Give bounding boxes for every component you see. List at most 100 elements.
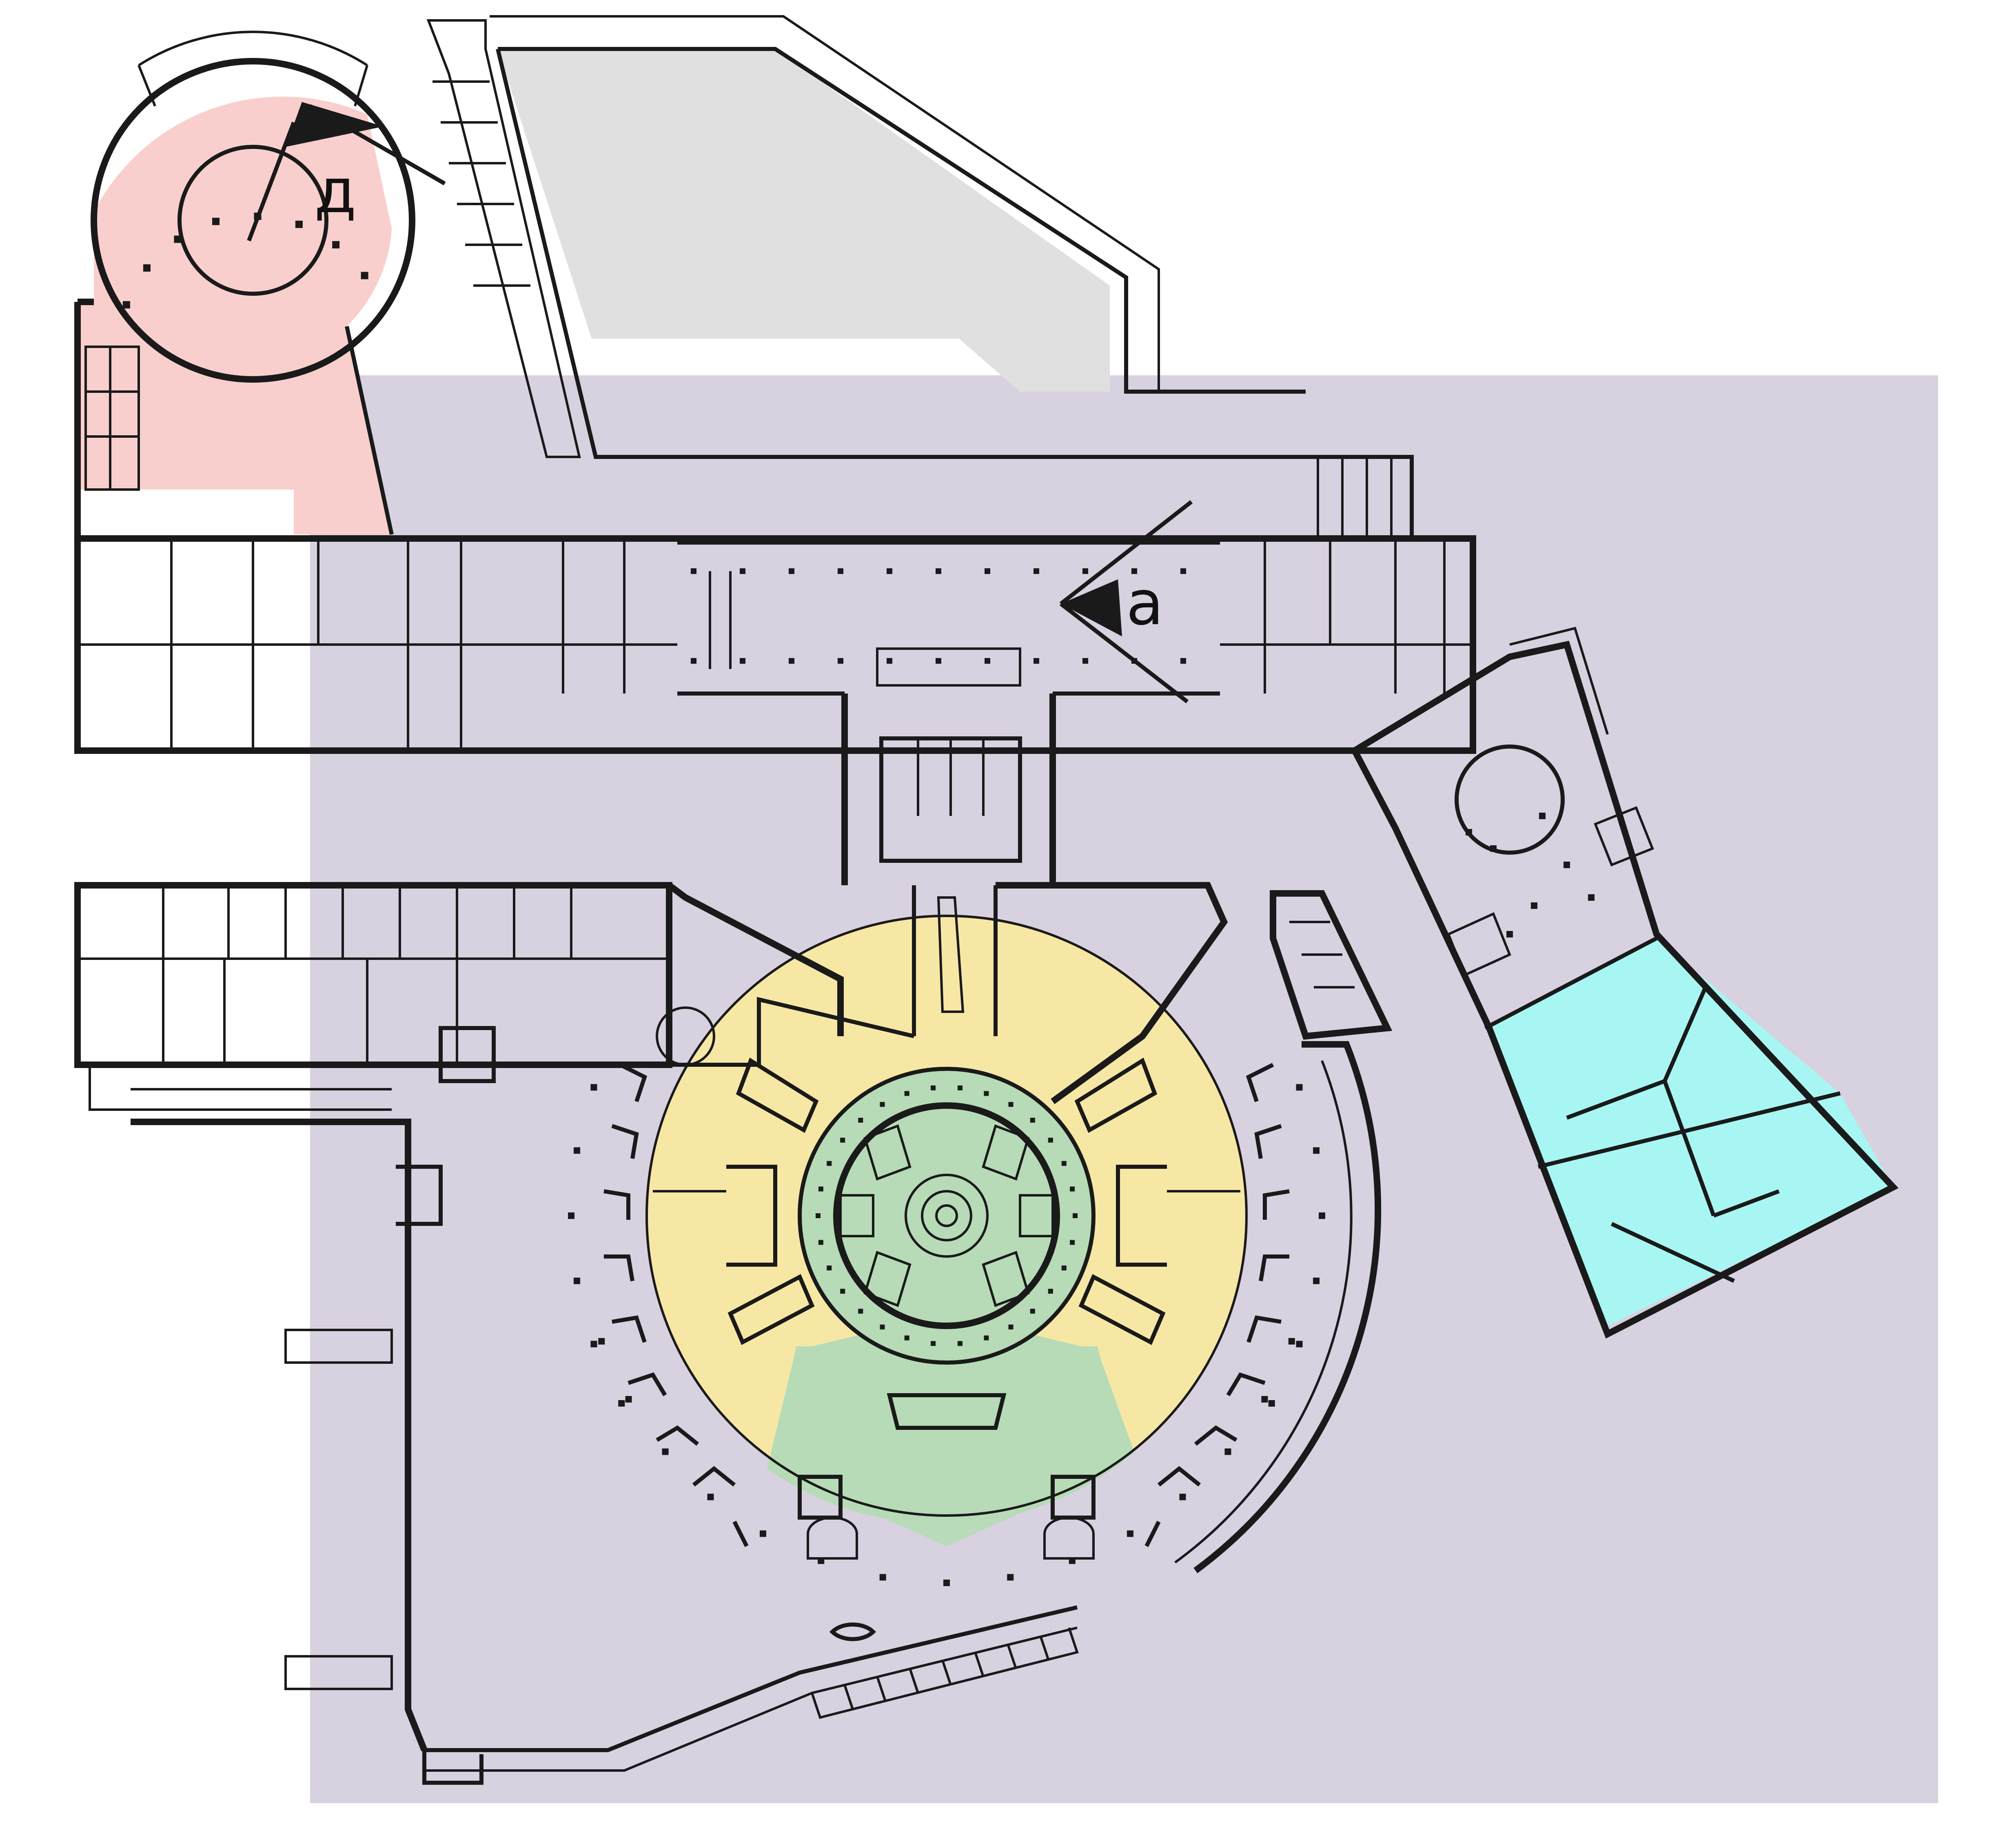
column-dot xyxy=(838,568,843,574)
terrace-east-inner xyxy=(1174,1060,1353,1564)
column-dot xyxy=(1424,748,1429,753)
column-dot xyxy=(818,1557,825,1564)
column-dot xyxy=(235,883,240,888)
column-dot xyxy=(1247,748,1252,753)
column-dot xyxy=(589,883,594,888)
column-dot xyxy=(887,568,892,574)
round-hall-wall xyxy=(833,1102,1060,1329)
viewpoint-d: д xyxy=(247,102,446,242)
column-dot xyxy=(840,1137,845,1143)
column-dot xyxy=(918,748,923,753)
column-dot xyxy=(985,658,990,664)
east-wing-outline xyxy=(1350,640,1899,1339)
courtyard-rim-east xyxy=(498,47,1306,394)
main-block-partitions-east xyxy=(1264,538,1446,694)
terrace-south-inner xyxy=(424,1627,1078,1772)
column-dot xyxy=(1399,748,1404,753)
column-dot xyxy=(618,1400,625,1407)
main-block-partitions-west xyxy=(170,538,625,751)
column-dot xyxy=(590,1084,597,1091)
column-dot xyxy=(122,301,130,309)
column-dot xyxy=(1297,748,1302,753)
column-dot xyxy=(590,1341,597,1347)
column-dot xyxy=(789,658,794,664)
column-dot xyxy=(943,1580,950,1586)
column-dot xyxy=(210,883,215,888)
column-dot xyxy=(931,1085,936,1090)
round-hall-center-ring-1 xyxy=(905,1174,989,1258)
column-dot xyxy=(1019,748,1024,753)
column-dot xyxy=(598,1338,605,1345)
column-dot xyxy=(1070,748,1075,753)
foyer-entry-stairs xyxy=(807,1516,1095,1560)
column-dot xyxy=(994,748,999,753)
column-dot xyxy=(286,883,291,888)
column-dot xyxy=(690,748,695,753)
column-dot xyxy=(1506,931,1513,937)
south-west-round-stair xyxy=(656,1006,715,1066)
column-dot xyxy=(792,748,796,753)
column-dot xyxy=(691,568,696,574)
column-dot xyxy=(1030,1117,1035,1123)
north-wing-room-dividers xyxy=(86,347,139,490)
column-dot xyxy=(1296,1341,1303,1347)
column-dot xyxy=(1070,1240,1075,1245)
column-dot xyxy=(1268,1400,1275,1407)
column-dot xyxy=(109,883,113,888)
column-dot xyxy=(286,748,291,753)
column-dot xyxy=(1069,1557,1076,1564)
column-dot xyxy=(614,883,619,888)
column-dot xyxy=(707,1494,714,1500)
column-dot xyxy=(336,883,341,888)
south-east-link xyxy=(996,882,1228,1104)
column-dot xyxy=(969,748,974,753)
column-dot xyxy=(1313,1147,1320,1154)
column-dot xyxy=(336,748,341,753)
south-entry-steps xyxy=(811,1627,1079,1719)
column-dot xyxy=(412,748,417,753)
north-ramp-steps xyxy=(432,80,530,287)
east-wing-partitions xyxy=(1484,936,1841,1283)
sawtooth-east xyxy=(1157,1063,1290,1487)
column-dot xyxy=(1082,568,1088,574)
column-dot xyxy=(295,220,303,228)
axis-neck-walls xyxy=(912,885,998,1036)
column-dot xyxy=(816,1213,821,1218)
column-dot xyxy=(134,883,139,888)
column-dot xyxy=(260,748,265,753)
ring-outer-line xyxy=(645,915,1248,1517)
column-dot xyxy=(842,748,847,753)
column-dot xyxy=(1539,813,1546,819)
west-terrace-wall xyxy=(131,1119,428,1751)
column-grid xyxy=(83,213,1595,1586)
ring-stair-blocks xyxy=(727,1057,1166,1345)
south-west-link xyxy=(667,882,844,1036)
column-dot xyxy=(1070,1186,1075,1192)
column-dot xyxy=(83,748,88,753)
column-dot xyxy=(1146,748,1151,753)
column-dot xyxy=(332,241,340,248)
column-dot xyxy=(463,748,468,753)
south-east-block-rooms xyxy=(1289,921,1355,988)
column-dot xyxy=(1008,1102,1014,1107)
column-dot xyxy=(827,1161,832,1166)
column-dot xyxy=(716,748,721,753)
viewpoint-a: а xyxy=(1059,500,1193,703)
column-dot xyxy=(880,1324,885,1330)
column-dot xyxy=(387,748,392,753)
column-dot xyxy=(143,264,151,272)
column-dot xyxy=(984,1091,989,1096)
round-hall-green xyxy=(810,1079,1083,1352)
column-dot xyxy=(741,748,746,753)
entry-canopy xyxy=(829,1622,876,1641)
courtyard-rim-south xyxy=(496,48,1414,538)
south-entry-step-lines xyxy=(843,1635,1050,1710)
column-dot xyxy=(1048,1137,1053,1143)
column-dot xyxy=(1196,748,1201,753)
column-dot xyxy=(1588,894,1595,901)
column-dot xyxy=(361,272,368,279)
column-dot xyxy=(625,1396,632,1403)
west-terrace-benches xyxy=(284,1329,393,1690)
column-dot xyxy=(1030,1309,1035,1314)
column-dot xyxy=(539,748,543,753)
